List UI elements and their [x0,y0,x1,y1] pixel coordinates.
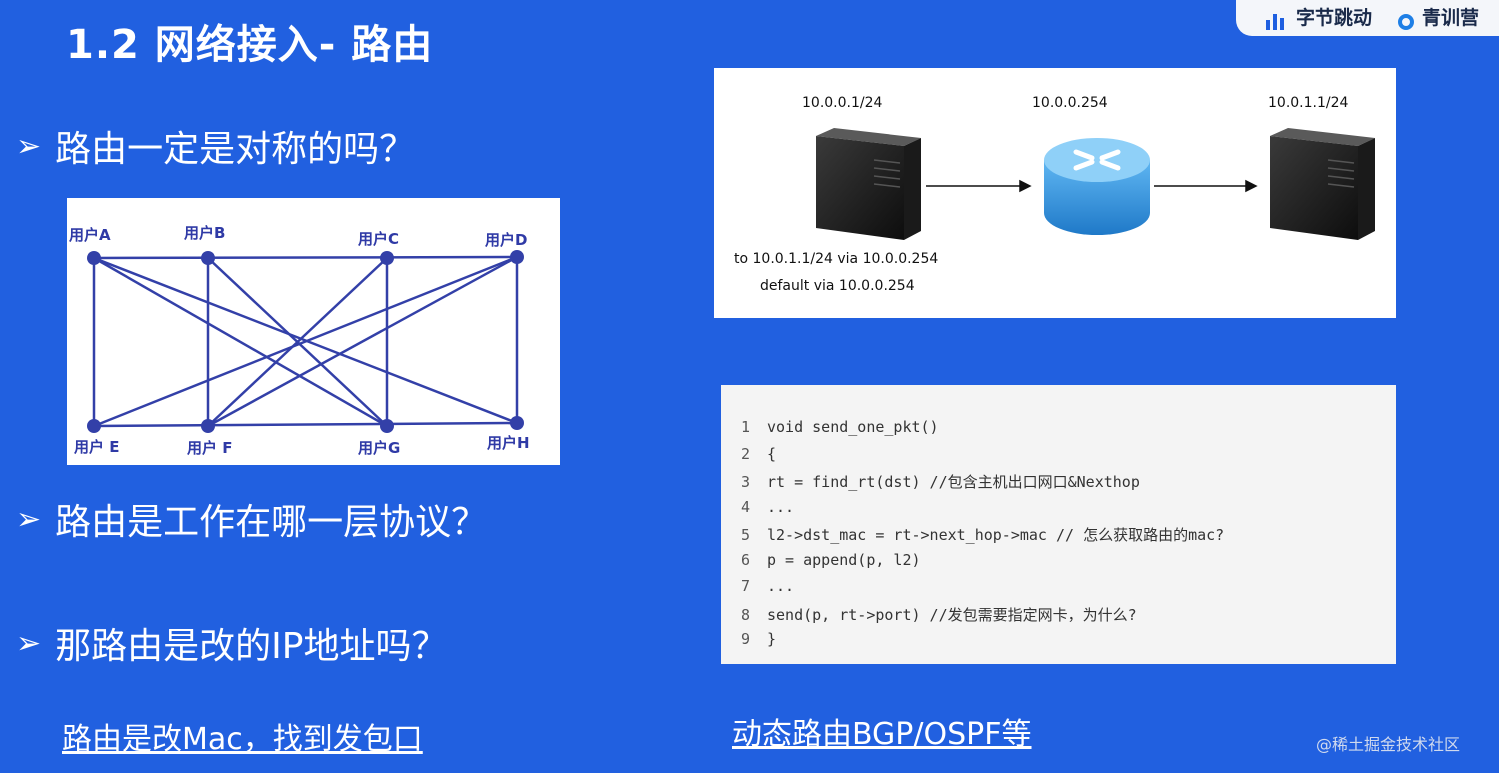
question-text: 那路由是改的IP地址吗？ [55,626,448,667]
right-host-ip: 10.0.1.1/24 [1268,95,1349,111]
network-topology-diagram: 10.0.0.1/24 10.0.0.254 10.0.1.1/24 to 10… [714,68,1396,318]
question-text: 路由是工作在哪一层协议？ [55,502,488,543]
juejin-watermark: @稀土掘金技术社区 [1316,735,1461,754]
question-routing-layer: ➢ 路由是工作在哪一层协议？ [16,493,487,545]
question-text: 路由一定是对称的吗？ [55,129,416,170]
label-user-a: 用户A [69,226,111,244]
code-line: 4... [741,498,795,516]
label-user-d: 用户D [485,231,528,249]
node-user-a [87,251,101,265]
arrow-bullet-icon: ➢ [16,625,42,661]
label-user-f: 用户 F [187,439,233,457]
node-user-b [201,251,215,265]
user-mesh-diagram: 用户A 用户B 用户C 用户D 用户 E 用户 F 用户G 用户H [67,198,560,465]
node-user-f [201,419,215,433]
slide-title: 1.2 网络接入- 路由 [66,22,434,68]
label-user-c: 用户C [358,230,400,248]
server-icon-right [1270,128,1375,240]
label-user-g: 用户G [358,439,401,457]
topology-graphics [816,128,1375,240]
node-user-h [510,416,524,430]
router-icon [1044,138,1150,235]
node-user-c [380,251,394,265]
node-user-g [380,419,394,433]
label-user-e: 用户 E [74,438,120,456]
arrow-bullet-icon: ➢ [16,501,42,537]
left-host-ip: 10.0.0.1/24 [802,95,883,111]
server-icon-left [816,128,921,240]
route-entry-1: to 10.0.1.1/24 via 10.0.0.254 [734,251,939,267]
code-line: 7... [741,577,795,595]
arrow-bullet-icon: ➢ [16,128,42,164]
label-user-h: 用户H [487,434,530,452]
answer-dynamic-routing: 动态路由BGP/OSPF等 [732,717,1032,752]
question-symmetric-routing: ➢ 路由一定是对称的吗？ [16,120,415,172]
logo-text-youth-camp: 青训营 [1422,7,1480,29]
logo-text-bytedance: 字节跳动 [1296,7,1373,29]
code-line: 9} [741,630,777,648]
question-routing-ip: ➢ 那路由是改的IP地址吗？ [16,617,447,669]
node-user-e [87,419,101,433]
code-line: 2{ [741,445,777,463]
router-ip: 10.0.0.254 [1032,95,1108,111]
route-entry-default: default via 10.0.0.254 [760,278,915,294]
youth-camp-logo-icon [1398,14,1415,30]
node-user-d [510,250,524,264]
mesh-lines [87,250,524,433]
bytedance-logo-icon [1266,14,1284,30]
answer-mac-routing: 路由是改Mac，找到发包口 [62,722,423,757]
bytedance-youth-camp-logo: 字节跳动 青训营 [1236,0,1499,36]
label-user-b: 用户B [184,224,226,242]
